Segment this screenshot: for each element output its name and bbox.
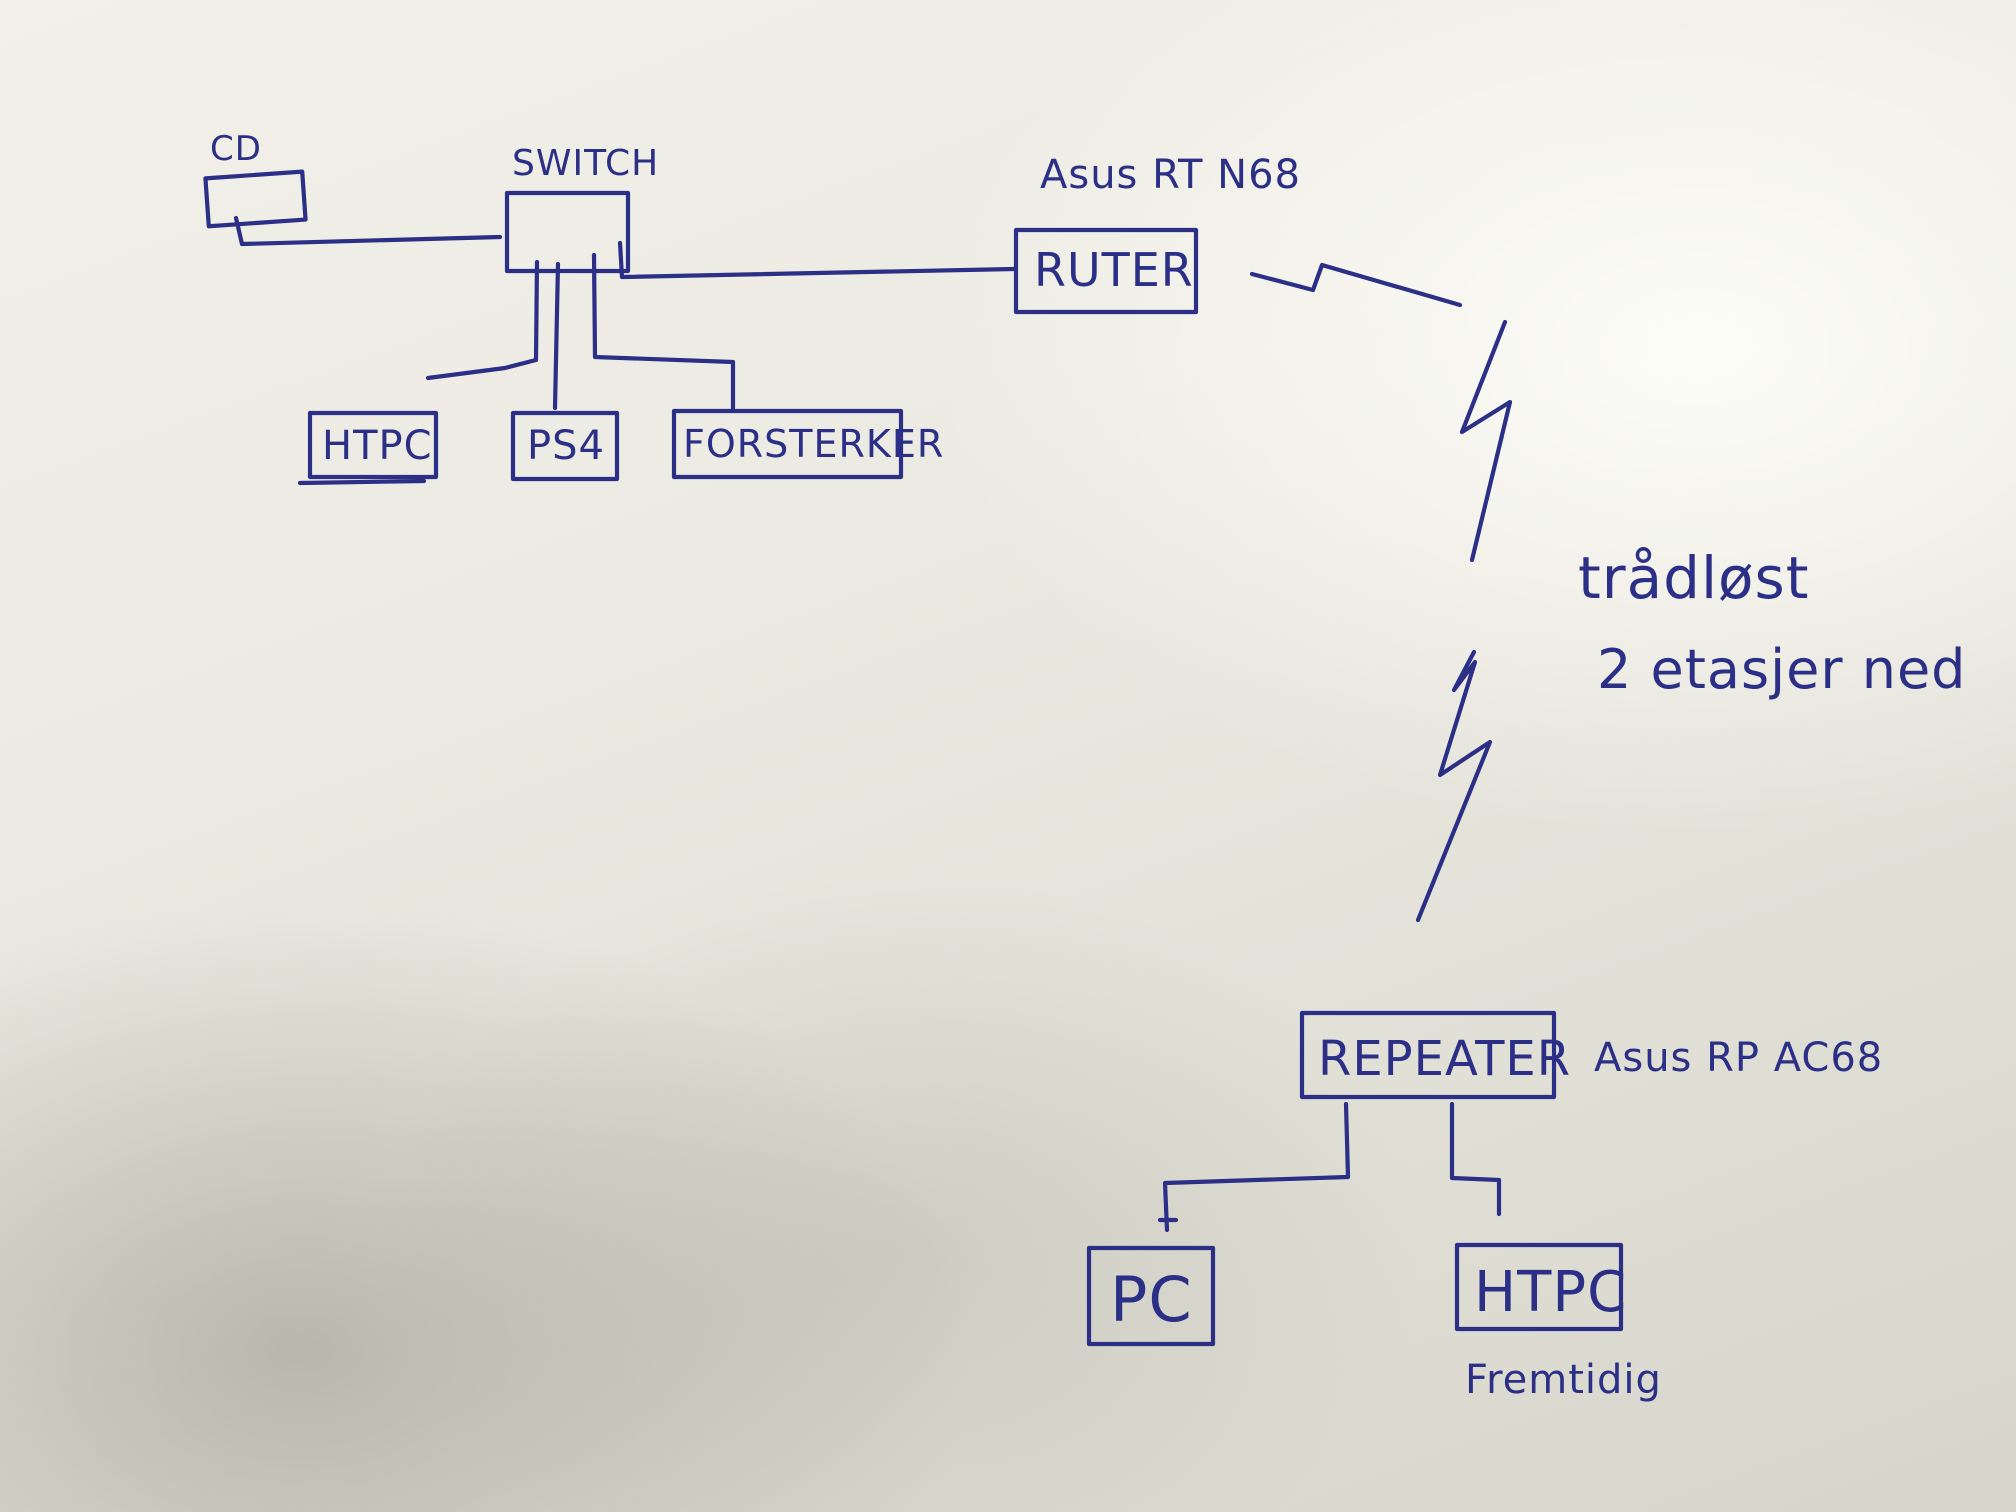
wireless-label-line1: trådløst (1578, 544, 1810, 612)
cd-node: CD (203, 129, 308, 229)
cable-switch-router (617, 240, 1017, 280)
pc-label: PC (1110, 1263, 1193, 1336)
pc-box (1086, 1245, 1216, 1347)
htpc-bottom-label: HTPC (1474, 1260, 1627, 1325)
amplifier-box (671, 408, 904, 480)
wireless-bolt-upper (1459, 319, 1513, 563)
switch-node: SWITCH (504, 143, 659, 274)
repeater-node: REPEATER Asus RP AC68 (1299, 1010, 1883, 1100)
repeater-label: REPEATER (1318, 1031, 1571, 1087)
router-label: RUTER (1034, 243, 1194, 297)
amplifier-label: FORSTERKER (683, 422, 944, 466)
router-node: Asus RT N68 RUTER (1013, 152, 1301, 315)
htpc-top-box (307, 410, 439, 480)
wireless-label-line2: 2 etasjer ned (1597, 638, 1966, 701)
switch-label: SWITCH (512, 143, 659, 184)
wireless-link: trådløst 2 etasjer ned (1249, 262, 1966, 923)
ps4-node: PS4 (510, 410, 620, 482)
repeater-model-label: Asus RP AC68 (1594, 1035, 1883, 1081)
cable-cd-switch (233, 215, 503, 247)
ps4-box (510, 410, 620, 482)
cable-switch-htpc (425, 259, 540, 381)
htpc-top-underline (297, 478, 427, 486)
htpc-top-label: HTPC (322, 423, 433, 469)
top-cables (233, 215, 1017, 411)
cable-repeater-pc (1162, 1101, 1351, 1233)
cd-label: CD (210, 129, 262, 169)
wireless-bolt-lower (1415, 649, 1493, 923)
cd-box (203, 169, 308, 229)
ps4-label: PS4 (527, 423, 605, 469)
cable-switch-amplifier (591, 252, 736, 411)
amplifier-node: FORSTERKER (671, 408, 944, 480)
cable-repeater-htpc (1449, 1101, 1502, 1217)
cable-switch-ps4 (552, 261, 561, 411)
wireless-bolt-router (1249, 262, 1463, 308)
htpc-top-node: HTPC (297, 410, 439, 486)
htpc-bottom-note: Fremtidig (1465, 1357, 1662, 1403)
bottom-cables (1157, 1101, 1502, 1233)
router-model-label: Asus RT N68 (1040, 152, 1301, 198)
htpc-bottom-node: HTPC Fremtidig (1454, 1242, 1662, 1403)
pc-node: PC (1086, 1245, 1216, 1347)
switch-box (504, 190, 631, 274)
htpc-bottom-box (1454, 1242, 1624, 1332)
repeater-box (1299, 1010, 1557, 1100)
router-box (1013, 227, 1199, 315)
